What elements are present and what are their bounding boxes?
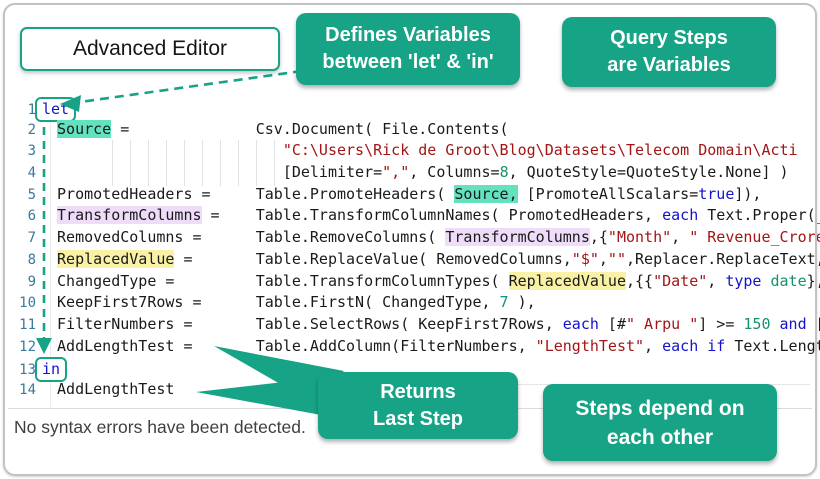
line-number: 6 bbox=[27, 208, 36, 225]
gutter-separator bbox=[50, 99, 51, 407]
line-number: 7 bbox=[27, 230, 36, 247]
callout-query-steps: Query Steps are Variables bbox=[562, 17, 776, 87]
code-text: [Delimiter=",", Columns=8, QuoteStyle=Qu… bbox=[282, 163, 789, 182]
code-text: ReplacedValue = Table.ReplaceValue( Remo… bbox=[57, 249, 820, 268]
code-line[interactable]: 4 [Delimiter=",", Columns=8, QuoteStyle=… bbox=[0, 162, 820, 184]
callout-depend-line2: each other bbox=[606, 425, 714, 449]
code-text: TransformColumns = Table.TransformColumn… bbox=[57, 206, 820, 225]
callout-defines-line2: between 'let' & 'in' bbox=[322, 51, 494, 73]
callout-returns-line2: Last Step bbox=[372, 407, 464, 430]
callout-depend-line1: Steps depend on bbox=[575, 396, 745, 420]
code-text: RemovedColumns = Table.RemoveColumns( Tr… bbox=[48, 228, 820, 247]
line-number: 10 bbox=[19, 295, 36, 312]
line-number: 3 bbox=[27, 143, 36, 160]
indent-guide bbox=[148, 140, 149, 186]
callout-returns-last-step: Returns Last Step bbox=[318, 372, 518, 439]
callout-defines-line1: Defines Variables bbox=[325, 24, 491, 46]
indent-guide bbox=[256, 140, 257, 186]
code-text: FilterNumbers = Table.SelectRows( KeepFi… bbox=[48, 314, 820, 333]
indent-guide bbox=[274, 140, 275, 186]
code-text: let bbox=[35, 97, 77, 122]
line-number: 5 bbox=[27, 186, 36, 203]
code-text: "C:\Users\Rick de Groot\Blog\Datasets\Te… bbox=[282, 141, 798, 160]
indent-guide bbox=[130, 140, 131, 186]
line-number: 4 bbox=[27, 165, 36, 182]
callout-defines-variables: Defines Variables between 'let' & 'in' bbox=[296, 13, 520, 85]
indent-guide bbox=[184, 140, 185, 186]
callout-returns-line1: Returns bbox=[380, 380, 456, 403]
code-text: AddLengthTest = Table.AddColumn(FilterNu… bbox=[48, 336, 820, 355]
code-line[interactable]: 5 PromotedHeaders = Table.PromoteHeaders… bbox=[0, 184, 820, 206]
indent-guide bbox=[112, 140, 113, 186]
code-line[interactable]: 11 FilterNumbers = Table.SelectRows( Kee… bbox=[0, 314, 820, 336]
code-line[interactable]: 9 ChangedType = Table.TransformColumnTyp… bbox=[0, 271, 820, 293]
code-line[interactable]: 8 ReplacedValue = Table.ReplaceValue( Re… bbox=[0, 249, 820, 271]
code-line[interactable]: 12 AddLengthTest = Table.AddColumn(Filte… bbox=[0, 336, 820, 358]
line-number: 14 bbox=[19, 381, 36, 398]
code-line[interactable]: 10 KeepFirst7Rows = Table.FirstN( Change… bbox=[0, 292, 820, 314]
line-number: 9 bbox=[27, 273, 36, 290]
code-line[interactable]: 3 "C:\Users\Rick de Groot\Blog\Datasets\… bbox=[0, 140, 820, 162]
line-number: 8 bbox=[27, 251, 36, 268]
indent-guide bbox=[166, 140, 167, 186]
code-text: in bbox=[35, 357, 68, 383]
code-text: Source = Csv.Document( File.Contents( bbox=[57, 119, 509, 138]
code-line[interactable]: 2 Source = Csv.Document( File.Contents( bbox=[0, 119, 820, 141]
line-number: 12 bbox=[19, 338, 36, 355]
status-message: No syntax errors have been detected. bbox=[14, 417, 306, 437]
line-number: 11 bbox=[19, 316, 36, 333]
code-text: ChangedType = Table.TransformColumnTypes… bbox=[48, 271, 820, 290]
code-line[interactable]: 6 TransformColumns = Table.TransformColu… bbox=[0, 205, 820, 227]
indent-guide bbox=[238, 140, 239, 186]
indent-guide bbox=[202, 140, 203, 186]
callout-query-line1: Query Steps bbox=[610, 27, 728, 49]
callout-query-line2: are Variables bbox=[607, 54, 731, 76]
code-text: KeepFirst7Rows = Table.FirstN( ChangedTy… bbox=[48, 293, 536, 312]
line-number: 13 bbox=[19, 362, 36, 379]
advanced-editor-title: Advanced Editor bbox=[20, 27, 280, 71]
indent-guide bbox=[220, 140, 221, 186]
line-number: 2 bbox=[27, 121, 36, 138]
code-line[interactable]: 7 RemovedColumns = Table.RemoveColumns( … bbox=[0, 227, 820, 249]
code-text: AddLengthTest bbox=[48, 379, 175, 398]
advanced-editor-title-label: Advanced Editor bbox=[72, 37, 228, 60]
code-text: PromotedHeaders = Table.PromoteHeaders( … bbox=[48, 184, 762, 203]
callout-steps-depend: Steps depend on each other bbox=[543, 384, 777, 461]
code-line[interactable]: 14 AddLengthTest bbox=[0, 379, 820, 401]
line-number: 1 bbox=[27, 102, 36, 118]
